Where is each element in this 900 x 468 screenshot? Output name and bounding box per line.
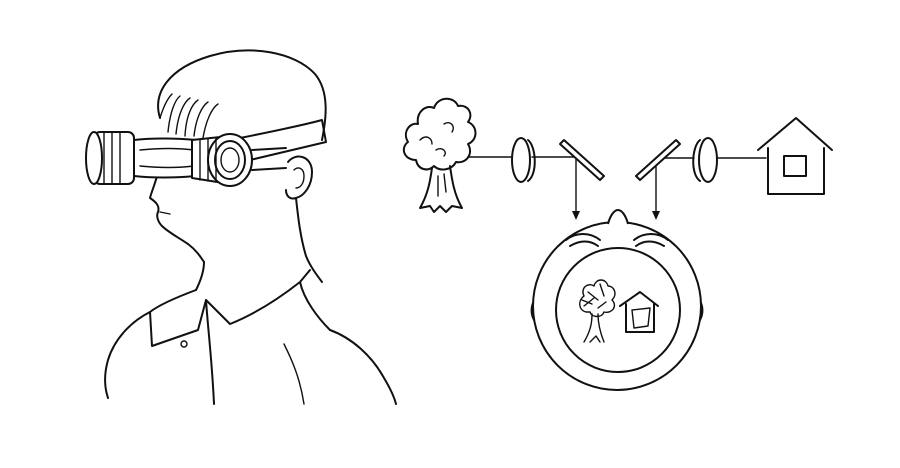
shirt-fold [283, 343, 305, 405]
shirt-button [180, 340, 188, 348]
hair-bangs [159, 93, 219, 139]
shirt-collar [149, 269, 331, 347]
neck-back [295, 197, 323, 283]
head-right-eye [633, 233, 669, 247]
goggle-left-tube [85, 131, 197, 185]
fused-house-icon [619, 291, 659, 333]
head-left-eye [565, 233, 601, 247]
left-lens-icon [511, 137, 536, 183]
hair-outline [157, 49, 327, 141]
right-lens-icon [692, 137, 718, 183]
tree-crown [402, 97, 477, 171]
house-icon [757, 117, 833, 195]
headband [239, 119, 327, 161]
house-walls [767, 147, 825, 195]
tree-crown-texture [419, 122, 454, 157]
house-window [783, 155, 807, 177]
left-mirror-icon [559, 139, 605, 181]
ear [285, 155, 313, 200]
goggle-right-eyepiece [191, 133, 287, 187]
tree-icon [402, 97, 477, 213]
head-top-view-icon [530, 209, 704, 391]
ear-inner [293, 167, 305, 189]
neck-front [195, 261, 205, 291]
tree-trunk [419, 165, 463, 213]
optical-schematic [402, 97, 833, 391]
mouth [159, 211, 171, 215]
face-profile [149, 171, 205, 263]
person-with-goggles-illustration [85, 49, 397, 405]
head-nose [607, 209, 629, 225]
visual-field-circle [555, 247, 681, 373]
house-roof [757, 117, 833, 151]
right-mirror-icon [635, 139, 681, 181]
shirt-body [104, 299, 397, 405]
fused-tree-icon [579, 279, 616, 343]
